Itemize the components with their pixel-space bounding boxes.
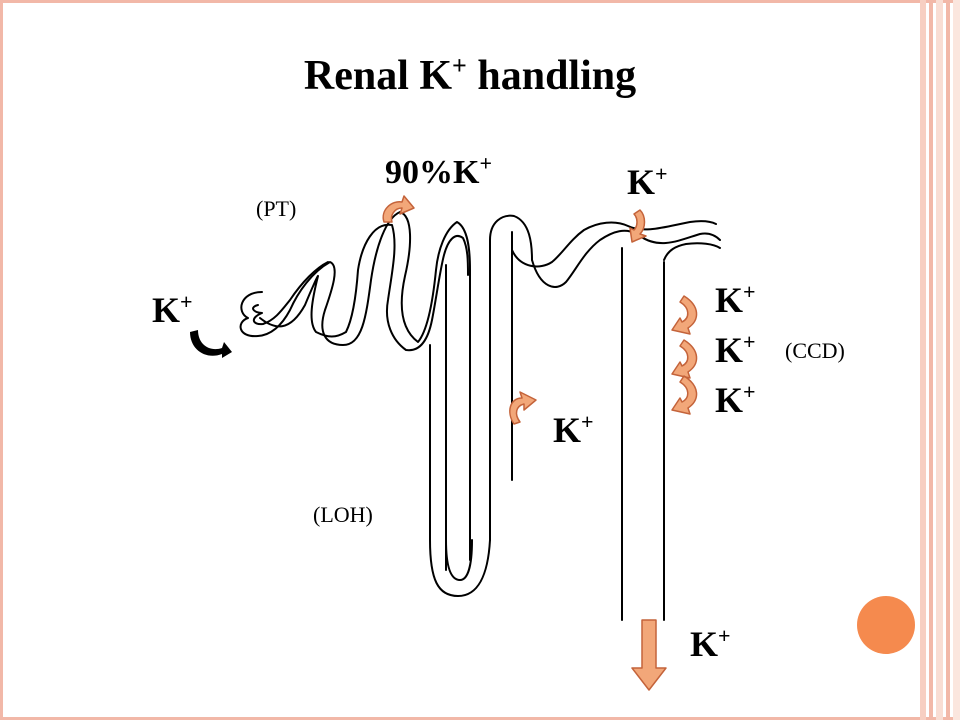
distal-arrow (629, 209, 647, 243)
label-ccd-k-3: K+ (715, 379, 756, 420)
proximal-tubule-outer (239, 211, 471, 346)
pt-reabsorption-arrow (382, 195, 415, 223)
frame-border-bottom (0, 717, 960, 720)
ccd-arrow-1 (671, 295, 698, 335)
frame-stripes-right (920, 0, 960, 720)
proximal-tubule-inner (252, 223, 469, 352)
label-ascending-k: K+ (553, 409, 594, 450)
ascending-arrow (509, 391, 537, 425)
label-pt: (PT) (256, 196, 297, 221)
slide-title: Renal K+ handling (303, 51, 637, 100)
ccd-arrow-3 (671, 375, 698, 415)
label-filtered-k: K+ (152, 289, 193, 330)
accent-circle (857, 596, 915, 654)
label-loh: (LOH) (313, 502, 373, 527)
label-excreted-k: K+ (690, 623, 731, 664)
loop-bottom-outer (429, 344, 491, 597)
label-pt-reabsorption: 90%K+ (385, 150, 492, 191)
label-ccd-k-2: K+ (715, 329, 756, 370)
collecting-duct-right (663, 242, 721, 621)
frame-border-top (0, 0, 960, 3)
ccd-arrow-2 (671, 339, 698, 379)
excretion-arrow (631, 619, 667, 691)
loop-bottom-inner (445, 539, 473, 581)
label-distal-k: K+ (627, 161, 668, 202)
distal-tubule-inner (511, 220, 717, 268)
frame-border-left (0, 0, 3, 720)
distal-tubule-outer (531, 229, 721, 288)
filtration-arrow (190, 330, 232, 358)
ascending-limb-outer (489, 214, 533, 541)
label-ccd: (CCD) (785, 338, 845, 363)
label-ccd-k-1: K+ (715, 279, 756, 320)
